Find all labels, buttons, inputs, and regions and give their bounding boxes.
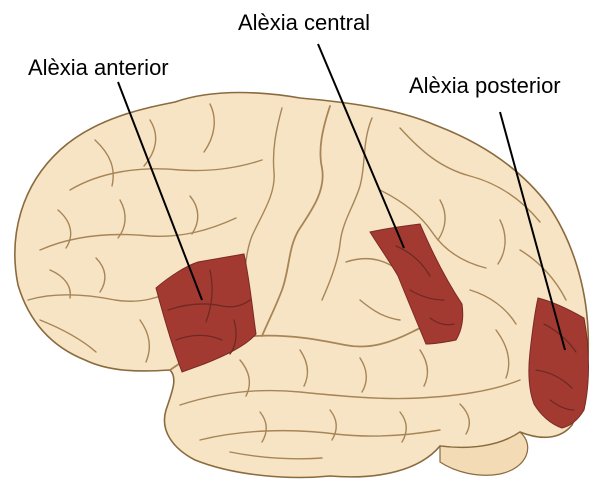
label-posterior: Alèxia posterior [409, 73, 561, 98]
label-anterior: Alèxia anterior [28, 55, 169, 80]
cerebrum-outline [15, 93, 588, 478]
lesion-posterior [529, 298, 589, 428]
label-central: Alèxia central [238, 10, 370, 35]
